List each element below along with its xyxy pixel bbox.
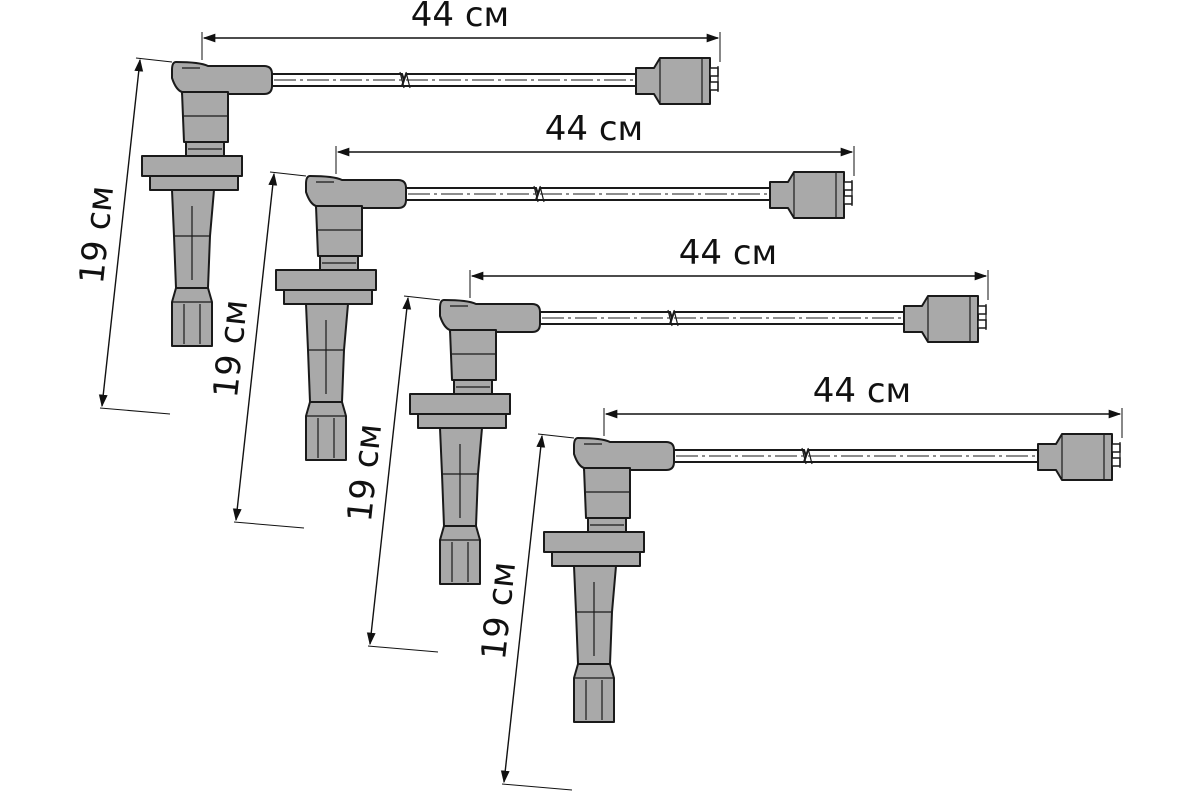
length-dimension-label: 44 см — [813, 371, 911, 411]
length-dimension-label: 44 см — [679, 233, 777, 273]
boot-height-dimension-line — [98, 58, 144, 408]
boot-height-dimension-line — [232, 172, 278, 522]
boot-height-dimension-label: 19 см — [340, 422, 390, 524]
ignition-wire-3: 44 см 19 см — [340, 233, 989, 653]
boot-height-dimension-line — [500, 434, 546, 784]
ignition-wire-drawing — [409, 295, 987, 585]
ignition-wire-2: 44 см 19 см — [206, 109, 855, 529]
boot-height-dimension-label: 19 см — [206, 298, 256, 400]
ignition-wire-drawing — [543, 433, 1121, 723]
boot-height-dimension-label: 19 см — [474, 560, 524, 662]
ignition-wire-4: 44 см 19 см — [474, 371, 1123, 791]
length-dimension-label: 44 см — [545, 109, 643, 149]
length-dimension-label: 44 см — [411, 0, 509, 35]
boot-height-dimension-label: 19 см — [72, 184, 122, 286]
boot-height-dimension-line — [366, 296, 412, 646]
